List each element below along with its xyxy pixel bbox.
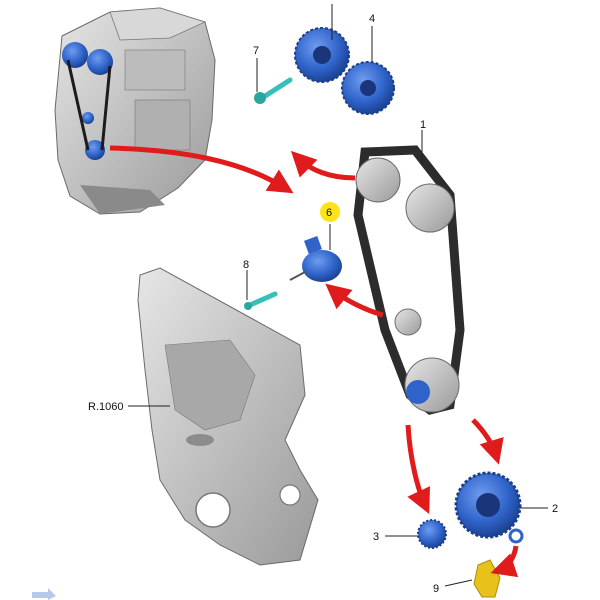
- red-arrows: [109, 145, 519, 578]
- timing-cover-illustration: [137, 267, 319, 566]
- callout-3: 3: [373, 531, 379, 543]
- sprocket-4: [341, 61, 395, 115]
- arrow-engine-to-cover: [109, 145, 294, 194]
- callout-6-highlight: [320, 202, 340, 222]
- callout-r1060: R.1060: [88, 401, 123, 413]
- arrow-to-gear-3: [405, 424, 430, 515]
- timing-belt-assembly: [353, 145, 465, 415]
- arrow-tensioner-to-6: [325, 283, 384, 318]
- tensioner-6: [289, 236, 342, 282]
- callout-2: 2: [552, 503, 558, 515]
- callout-6: 6: [326, 207, 332, 219]
- callout-labels: 1 2 3 4 5 6 7 8 9 R.1060: [88, 0, 558, 595]
- callout-5: 5: [329, 0, 335, 3]
- bolt-8: [244, 291, 278, 310]
- sprocket-5: [294, 27, 350, 83]
- arrow-to-gear-2: [471, 418, 504, 465]
- nav-arrow-icon: [32, 588, 56, 600]
- bolt-7: [254, 77, 293, 104]
- callout-9: 9: [433, 583, 439, 595]
- leader-lines: [128, 4, 548, 587]
- part-9-yellow: [473, 559, 501, 598]
- callout-8: 8: [243, 259, 249, 271]
- callout-4: 4: [369, 13, 375, 25]
- gear-3: [417, 519, 447, 549]
- callout-1: 1: [420, 119, 426, 131]
- engine-belt-highlight: [62, 42, 113, 160]
- arrow-to-part-9: [490, 545, 519, 578]
- callout-7: 7: [253, 45, 259, 57]
- engine-block-illustration: [54, 7, 216, 215]
- gear-2: [454, 471, 524, 544]
- arrow-belt-to-left: [290, 150, 356, 181]
